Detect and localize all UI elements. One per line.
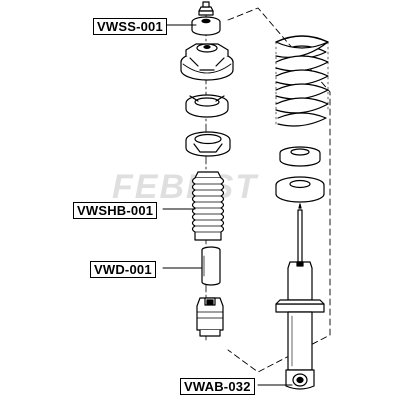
upper-strut-mount <box>180 43 234 81</box>
dust-boot <box>191 171 225 241</box>
bump-stop <box>201 246 221 286</box>
callout-top-mount: VWSS-001 <box>93 18 167 35</box>
top-nut <box>198 1 214 16</box>
callout-bump-stop: VWD-001 <box>90 261 156 278</box>
bottom-eye-bushing <box>285 369 315 390</box>
watermark-logo: FEBEST <box>112 168 259 206</box>
shock-body <box>275 261 325 371</box>
lower-spring-seat <box>185 131 231 157</box>
top-washer <box>191 16 221 36</box>
callout-shock-bushing: VWAB-032 <box>180 378 255 395</box>
bearing-ring <box>185 94 229 118</box>
upper-spring-pad <box>279 146 321 167</box>
right-spring-seat <box>275 176 325 203</box>
shock-rod <box>297 203 303 263</box>
coil-spring <box>275 35 329 127</box>
callout-boot: VWSHB-001 <box>73 202 158 219</box>
protective-cap <box>196 297 224 337</box>
dashed-boundary <box>227 7 331 373</box>
